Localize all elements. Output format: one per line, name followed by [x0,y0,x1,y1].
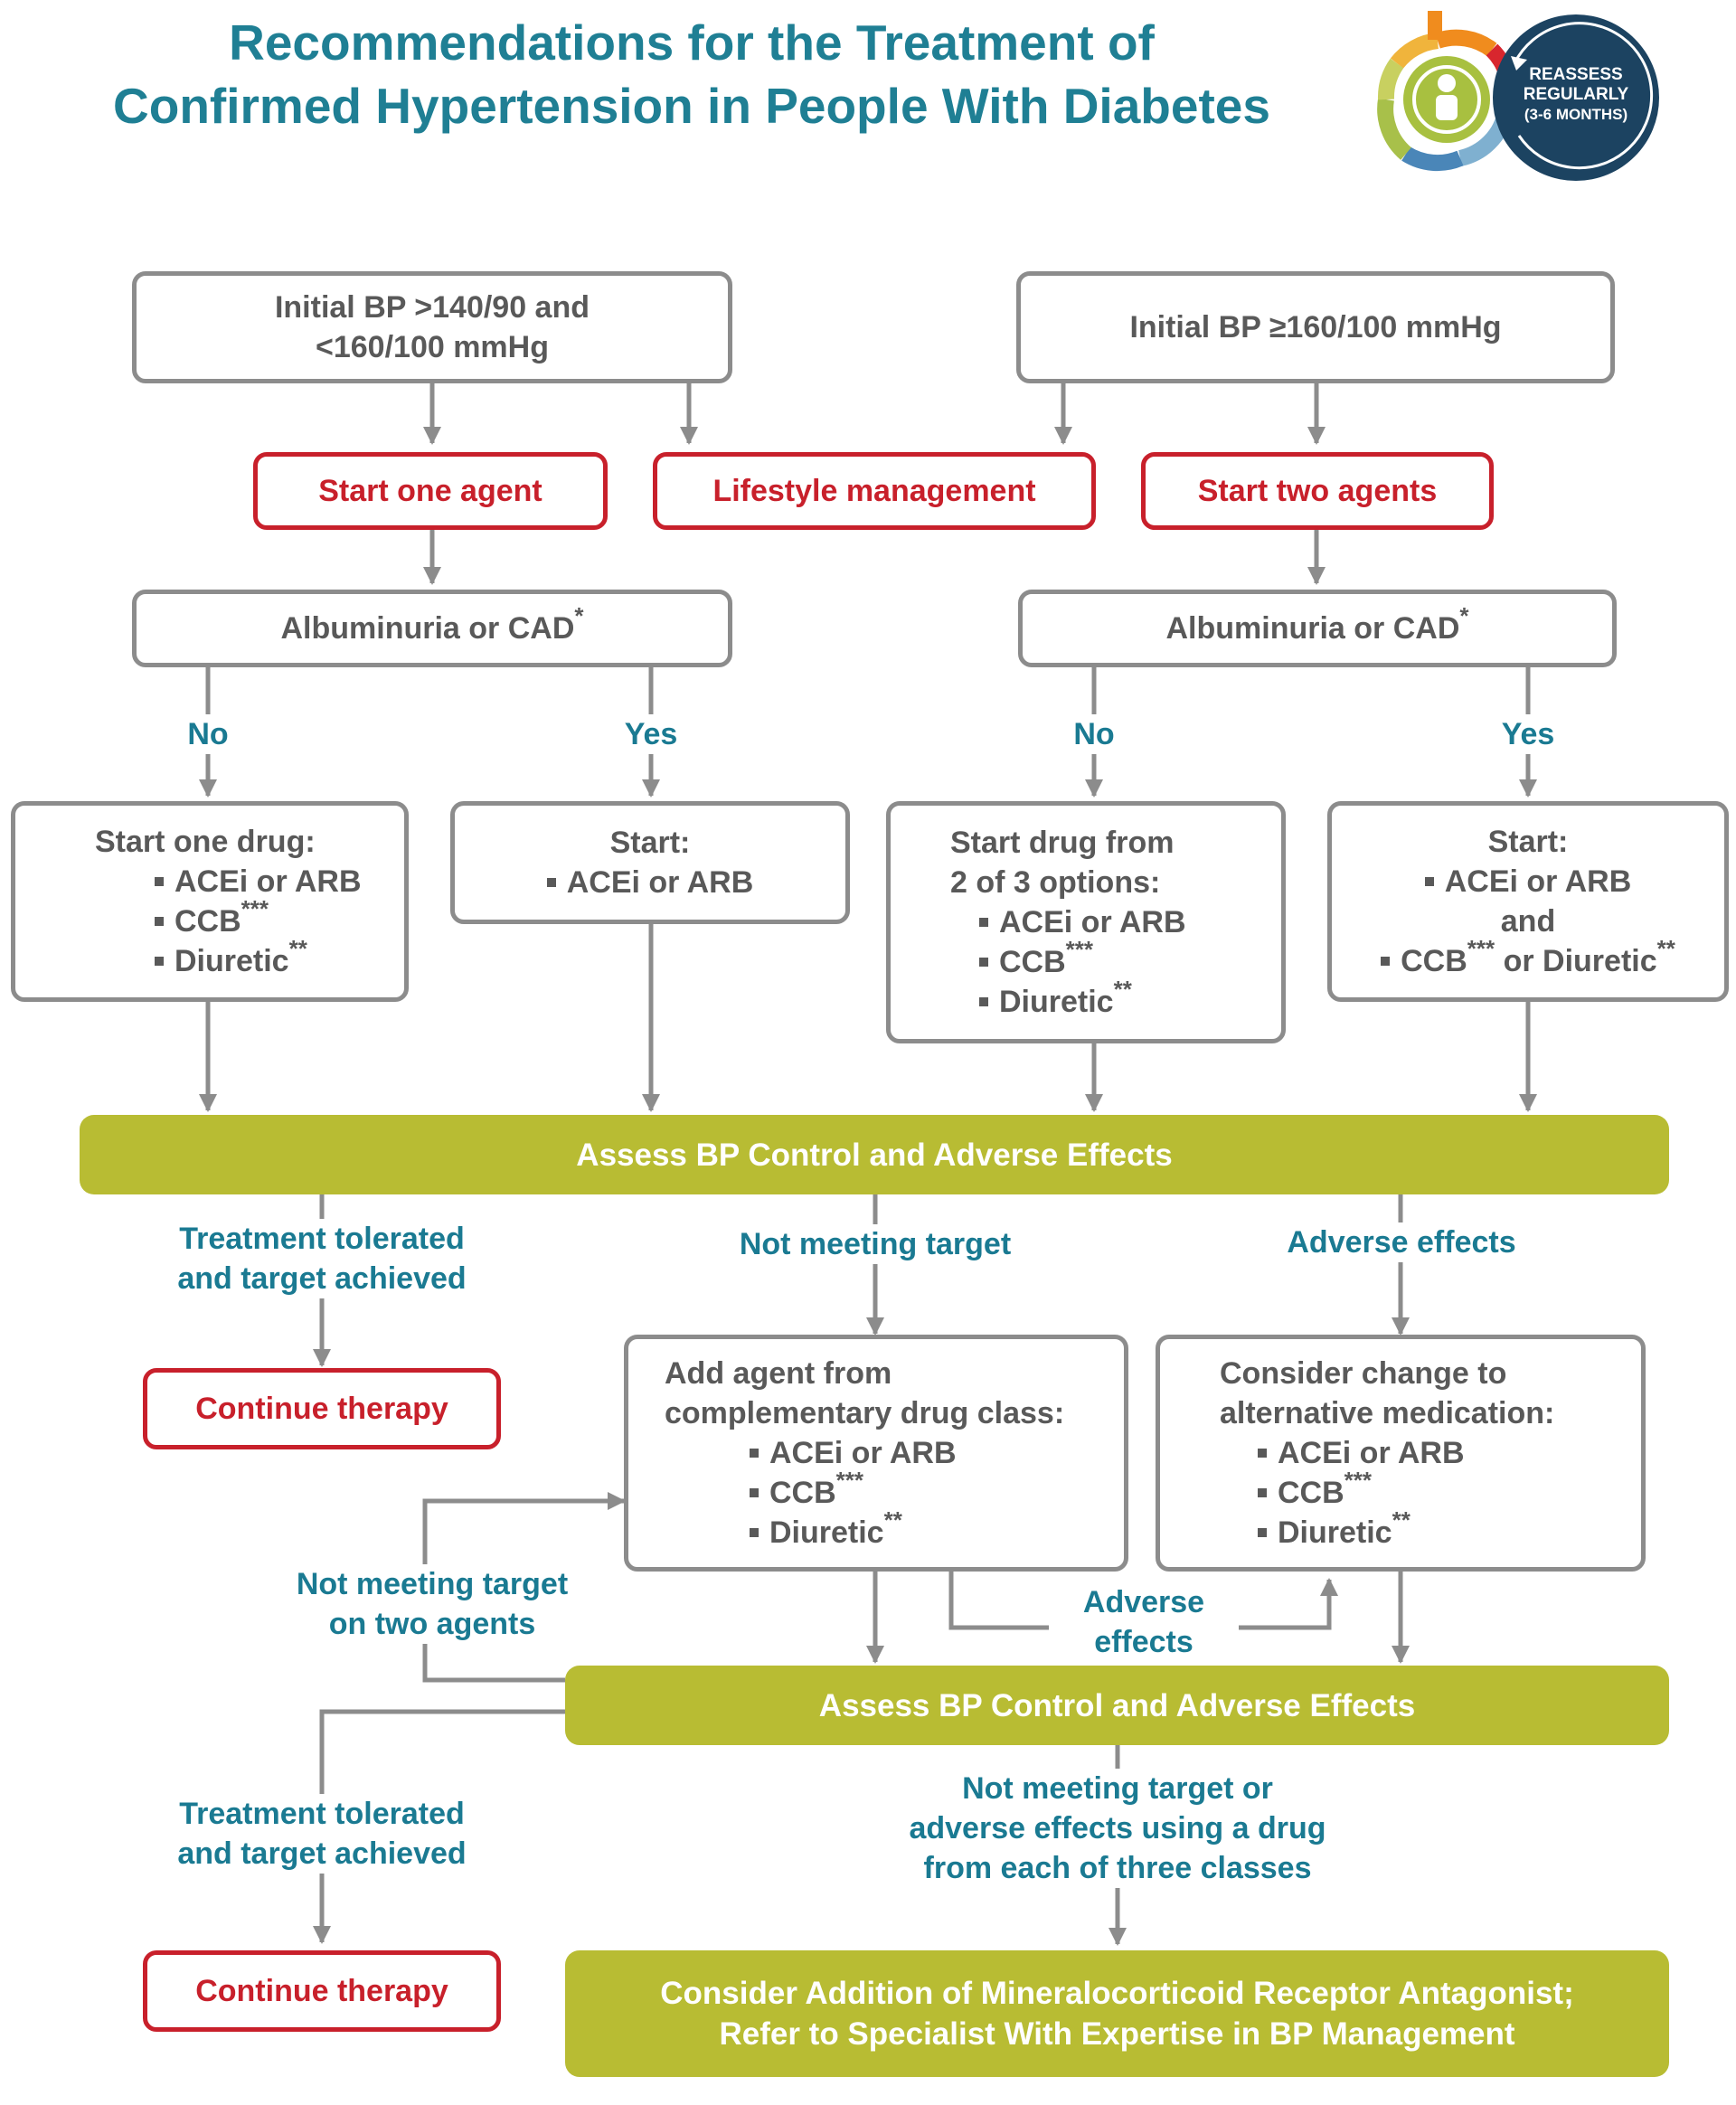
start-two-agents-text: Start two agents [1197,474,1438,508]
consider-change-list: ACEi or ARB CCB*** Diuretic** [1258,1433,1465,1553]
final-recommendation-bar: Consider Addition of Mineralocorticoid R… [565,1950,1669,2077]
list-item: Diuretic** [1258,1508,1465,1553]
start-one-agent-text: Start one agent [318,474,542,508]
assess-bar-1-text: Assess BP Control and Adverse Effects [576,1137,1173,1173]
start-acei-list: ACEi or ARB [546,863,753,902]
list-item: ACEi or ARB [1424,862,1631,901]
branch-no-label-1: No [172,714,244,754]
list-item: ACEi or ARB [546,863,753,902]
start-combo-box: Start: ACEi or ARB and CCB*** or Diureti… [1327,801,1729,1002]
list-item: Diuretic** [155,937,362,981]
tolerated-label-1: Treatment tolerated and target achieved [136,1219,508,1298]
three-classes-label: Not meeting target or adverse effects us… [868,1769,1367,1888]
albuminuria-box-left: Albuminuria or CAD* [132,590,732,667]
add-agent-list: ACEi or ARB CCB*** Diuretic** [750,1433,957,1553]
list-item: CCB*** [155,897,362,941]
list-item: CCB*** [1258,1468,1465,1513]
initial-bp-mid-line-2: <160/100 mmHg [316,330,549,364]
lifestyle-management-text: Lifestyle management [712,474,1036,508]
start-combo-and: and [1500,904,1556,939]
add-agent-heading-1: Add agent from [665,1356,892,1391]
assess-bar-2: Assess BP Control and Adverse Effects [565,1666,1669,1745]
start-one-agent-box: Start one agent [253,452,608,530]
list-item: Diuretic** [750,1508,957,1553]
continue-therapy-text-2: Continue therapy [195,1974,448,2008]
initial-bp-mid-line-1: Initial BP >140/90 and [274,290,590,325]
badge-line-2: REGULARLY [1524,85,1629,104]
not-meeting-target-label: Not meeting target [703,1224,1047,1264]
adverse-effects-small-label: Adverse effects [1049,1582,1239,1662]
list-item: Diuretic** [979,977,1186,1022]
continue-therapy-box-2: Continue therapy [143,1950,501,2032]
list-item: CCB*** or Diuretic** [1381,937,1675,981]
list-item: ACEi or ARB [750,1433,957,1473]
badge-line-1: REASSESS [1529,65,1622,84]
assess-bar-1: Assess BP Control and Adverse Effects [80,1115,1669,1194]
page-title: Recommendations for the Treatment of Con… [36,11,1347,137]
lifestyle-management-box: Lifestyle management [653,452,1096,530]
two-of-three-list: ACEi or ARB CCB*** Diuretic** [979,902,1186,1022]
two-agents-label: Not meeting target on two agents [262,1564,602,1644]
branch-yes-label-2: Yes [1483,714,1573,754]
consider-change-heading-1: Consider change to [1220,1356,1507,1391]
title-line-2: Confirmed Hypertension in People With Di… [113,78,1270,134]
albuminuria-footnote-mark-left: * [574,601,584,629]
list-item: CCB*** [979,938,1186,982]
list-item: CCB*** [750,1468,957,1513]
initial-bp-high-text: Initial BP ≥160/100 mmHg [1129,310,1502,345]
albuminuria-text-right: Albuminuria or CAD [1165,611,1460,646]
start-one-drug-heading: Start one drug: [95,825,316,859]
consider-change-box: Consider change to alternative medicatio… [1156,1335,1646,1572]
title-line-1: Recommendations for the Treatment of [229,14,1155,71]
final-line-2: Refer to Specialist With Expertise in BP… [719,2016,1515,2052]
start-two-agents-box: Start two agents [1141,452,1494,530]
reassess-circle [1493,14,1659,181]
assess-bar-2-text: Assess BP Control and Adverse Effects [818,1687,1416,1723]
list-item: ACEi or ARB [1258,1433,1465,1473]
badge-line-3: (3-6 MONTHS) [1524,106,1628,123]
branch-no-label-2: No [1058,714,1130,754]
tolerated-label-2: Treatment tolerated and target achieved [136,1794,508,1874]
start-one-drug-box: Start one drug: ACEi or ARB CCB*** Diure… [11,801,409,1002]
reassess-badge: REASSESS REGULARLY (3-6 MONTHS) [1377,11,1659,181]
continue-therapy-text-1: Continue therapy [195,1392,448,1426]
add-agent-heading-2: complementary drug class: [665,1396,1065,1430]
two-of-three-heading-1: Start drug from [950,826,1175,860]
add-agent-box: Add agent from complementary drug class:… [624,1335,1128,1572]
adverse-effects-label: Adverse effects [1257,1222,1546,1262]
branch-yes-label-1: Yes [606,714,696,754]
start-two-of-three-box: Start drug from 2 of 3 options: ACEi or … [886,801,1286,1043]
consider-change-heading-2: alternative medication: [1220,1396,1555,1430]
final-line-1: Consider Addition of Mineralocorticoid R… [660,1976,1574,2011]
list-item: ACEi or ARB [979,902,1186,942]
start-acei-box: Start: ACEi or ARB [450,801,850,924]
albuminuria-text-left: Albuminuria or CAD [280,611,575,646]
albuminuria-footnote-mark-right: * [1459,601,1469,629]
start-combo-heading: Start: [1487,825,1569,859]
start-one-drug-list: ACEi or ARB CCB*** Diuretic** [155,862,362,981]
two-of-three-heading-2: 2 of 3 options: [950,865,1161,900]
albuminuria-box-right: Albuminuria or CAD* [1018,590,1617,667]
start-acei-heading: Start: [609,826,691,860]
initial-bp-mid-box: Initial BP >140/90 and <160/100 mmHg [132,271,732,383]
list-item: ACEi or ARB [155,862,362,901]
initial-bp-high-box: Initial BP ≥160/100 mmHg [1016,271,1615,383]
person-cycle-icon [1377,11,1518,172]
continue-therapy-box-1: Continue therapy [143,1368,501,1449]
